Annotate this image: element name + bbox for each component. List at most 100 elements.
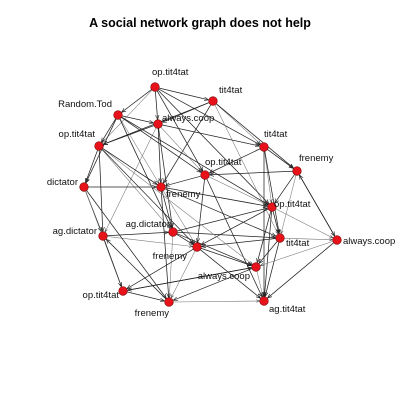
edge-n12-n13 bbox=[177, 208, 267, 232]
edge-n6-n7 bbox=[267, 149, 294, 169]
node-label-n1: op.tit4tat bbox=[152, 67, 189, 78]
edge-n19-n11 bbox=[106, 239, 167, 300]
edge-n5-n9 bbox=[86, 150, 98, 183]
node-label-n9: dictator bbox=[47, 177, 78, 188]
node-n1 bbox=[150, 82, 160, 92]
node-label-n12: ag.dictator bbox=[126, 219, 170, 230]
node-label-n6: tit4tat bbox=[264, 129, 288, 140]
node-n7 bbox=[292, 166, 302, 176]
node-n2 bbox=[208, 96, 218, 106]
node-label-n8: op.tit4tat bbox=[205, 157, 242, 168]
edge-n16-n17 bbox=[201, 248, 251, 265]
edge-n4-n6 bbox=[162, 124, 259, 146]
node-n20 bbox=[259, 296, 269, 306]
edge-n1-n4 bbox=[155, 91, 157, 120]
edge-n3-n4 bbox=[122, 115, 153, 123]
edge-n6-n13 bbox=[264, 151, 272, 203]
node-label-n2: tit4tat bbox=[219, 85, 243, 96]
edge-n1-n8 bbox=[156, 90, 203, 171]
node-n3 bbox=[113, 110, 123, 120]
node-n11 bbox=[98, 231, 108, 241]
node-n14 bbox=[275, 233, 285, 243]
graph-title: A social network graph does not help bbox=[89, 16, 311, 30]
edge-n15-n7 bbox=[299, 175, 336, 237]
node-label-n16: frenemy bbox=[153, 251, 188, 262]
node-label-n5: op.tit4tat bbox=[59, 129, 96, 140]
edge-n11-n16 bbox=[107, 236, 193, 247]
edge-n18-n17 bbox=[127, 268, 251, 291]
node-n15 bbox=[332, 235, 342, 245]
edge-n8-n20 bbox=[206, 178, 262, 297]
edge-n5-n12 bbox=[101, 149, 170, 228]
edge-n5-n10 bbox=[102, 148, 157, 185]
node-n19 bbox=[164, 297, 174, 307]
node-n8 bbox=[200, 170, 210, 180]
edge-n8-n10 bbox=[165, 175, 201, 186]
node-n10 bbox=[156, 182, 166, 192]
node-label-n18: op.tit4tat bbox=[83, 290, 120, 301]
node-n17 bbox=[251, 262, 261, 272]
edge-n4-n5 bbox=[103, 125, 154, 145]
node-label-n19: frenemy bbox=[135, 308, 170, 319]
edge-n1-n13 bbox=[157, 89, 269, 204]
edge-n1-n6 bbox=[158, 88, 260, 145]
edge-n2-n6 bbox=[216, 103, 260, 144]
node-label-n4: always.coop bbox=[162, 113, 214, 124]
edge-n14-n17 bbox=[259, 241, 278, 264]
edge-n13-n16 bbox=[201, 208, 269, 245]
edge-n12-n16 bbox=[176, 234, 193, 244]
edge-n8-n13 bbox=[208, 176, 268, 205]
node-n6 bbox=[259, 142, 269, 152]
edge-n9-n19 bbox=[86, 190, 167, 299]
edge-n16-n19 bbox=[171, 250, 196, 298]
edge-n2-n14 bbox=[214, 104, 278, 234]
edge-n4-n11 bbox=[105, 127, 157, 232]
node-label-n15: always.coop bbox=[343, 236, 395, 247]
edge-n2-n10 bbox=[163, 104, 212, 183]
edge-n14-n15 bbox=[284, 237, 333, 240]
node-label-n13: op.tit4tat bbox=[274, 199, 311, 210]
edge-n13-n17 bbox=[257, 211, 272, 262]
edge-n12-n17 bbox=[176, 233, 252, 266]
edge-n12-n19 bbox=[169, 236, 173, 298]
edge-n14-n20 bbox=[265, 242, 280, 296]
edge-n17-n19 bbox=[173, 268, 252, 301]
edge-n4-n8 bbox=[160, 127, 202, 171]
edge-n17-n20 bbox=[256, 271, 263, 296]
edge-n15-n17 bbox=[260, 241, 333, 265]
edge-n10-n13 bbox=[165, 187, 267, 206]
edge-n6-n8 bbox=[209, 148, 261, 173]
edge-n3-n8 bbox=[121, 117, 202, 173]
node-label-n14: tit4tat bbox=[286, 238, 310, 249]
edge-n7-n14 bbox=[281, 175, 297, 233]
edge-n10-n19 bbox=[160, 191, 168, 298]
edge-n16-n20 bbox=[200, 249, 261, 298]
node-label-n3: Random.Tod bbox=[58, 99, 112, 110]
edge-n11-n18 bbox=[104, 240, 122, 287]
node-label-n11: ag.dictator bbox=[53, 226, 97, 237]
node-label-n20: ag.tit4tat bbox=[269, 304, 306, 315]
nodes-layer bbox=[79, 82, 342, 307]
node-n9 bbox=[79, 182, 89, 192]
node-label-n10: frenemy bbox=[166, 189, 201, 200]
node-n12 bbox=[168, 227, 178, 237]
edge-n18-n19 bbox=[127, 291, 164, 301]
edge-n8-n16 bbox=[198, 179, 205, 243]
edge-n1-n2 bbox=[159, 87, 208, 100]
edge-n5-n11 bbox=[98, 150, 103, 232]
edge-n6-n14 bbox=[264, 151, 279, 233]
edge-n3-n9 bbox=[86, 118, 117, 183]
edges-layer bbox=[86, 87, 336, 302]
edge-n10-n12 bbox=[161, 191, 172, 227]
edge-n10-n14 bbox=[164, 188, 276, 237]
node-label-n17: always.coop bbox=[198, 271, 250, 282]
edge-n3-n13 bbox=[121, 116, 268, 204]
edge-n15-n20 bbox=[268, 242, 334, 298]
edge-n19-n20 bbox=[173, 301, 260, 302]
edge-n1-n3 bbox=[122, 89, 152, 113]
edge-n5-n16 bbox=[101, 148, 194, 244]
node-n16 bbox=[192, 242, 202, 252]
edge-n7-n13 bbox=[275, 174, 295, 204]
edge-n13-n15 bbox=[275, 208, 333, 238]
edge-n14-n16 bbox=[202, 238, 276, 247]
